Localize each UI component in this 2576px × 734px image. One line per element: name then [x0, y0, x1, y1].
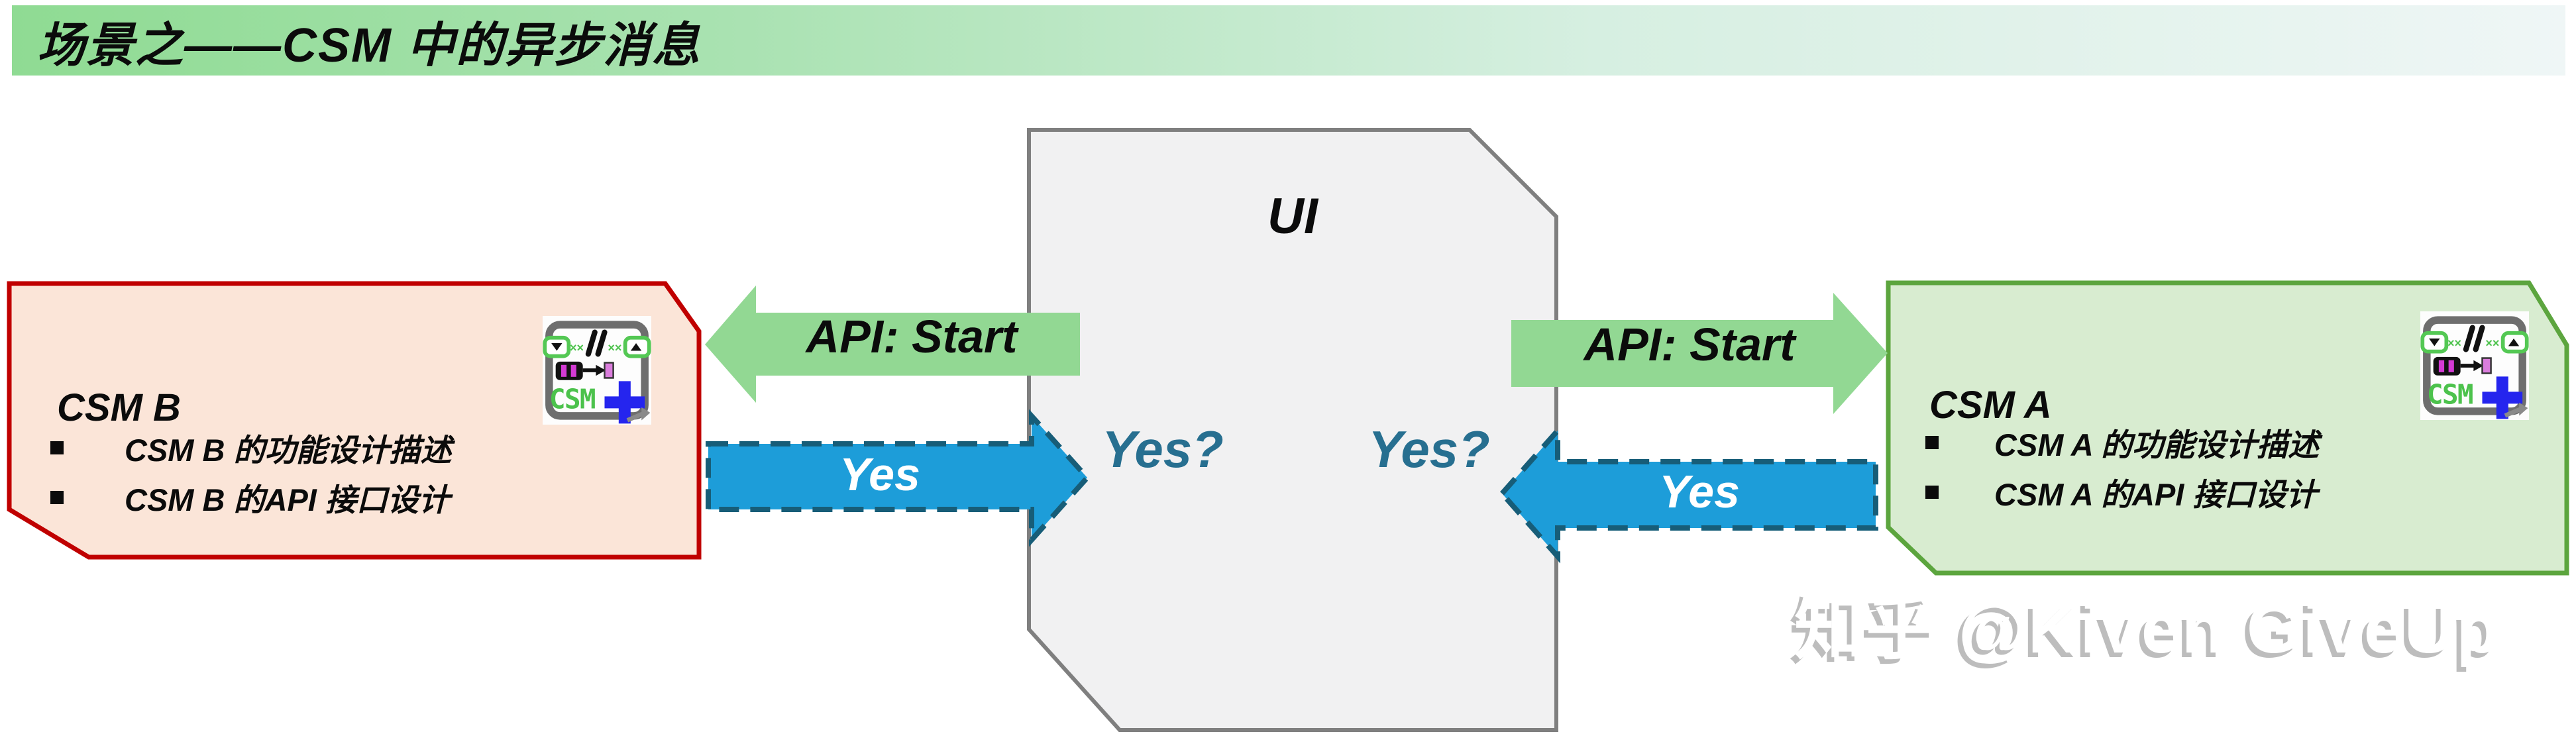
- csm-icon: [2420, 311, 2529, 420]
- bullet-square-icon: [1925, 436, 1939, 449]
- bullet-text: CSM A 的API 接口设计: [1994, 477, 2318, 513]
- yes-question-right: Yes?: [1368, 420, 1490, 478]
- csm-icon: [543, 316, 651, 425]
- api-start-label-right: API: Start: [1583, 319, 1796, 370]
- bullet-square-icon: [50, 491, 64, 505]
- slide-title: 场景之——CSM 中的异步消息: [37, 19, 702, 72]
- csm-b-bullets: CSM B 的功能设计描述 CSM B 的API 接口设计: [50, 429, 452, 529]
- ui-panel-shape: [1027, 128, 1558, 732]
- list-item: CSM B 的功能设计描述: [50, 429, 452, 471]
- title-bar: 场景之——CSM 中的异步消息: [12, 5, 2565, 76]
- yes-question-left: Yes?: [1102, 420, 1224, 478]
- bullet-text: CSM B 的API 接口设计: [125, 482, 450, 518]
- bullet-text: CSM B 的功能设计描述: [125, 433, 452, 468]
- yes-arrow-from-a: [1498, 423, 1878, 564]
- csm-a-bullets: CSM A 的功能设计描述 CSM A 的API 接口设计: [1925, 424, 2319, 524]
- ui-label: UI: [1267, 188, 1318, 244]
- yes-label-right: Yes: [1659, 466, 1740, 517]
- list-item: CSM A 的功能设计描述: [1925, 424, 2319, 466]
- csm-a-box: [1886, 280, 2569, 576]
- list-item: CSM A 的API 接口设计: [1925, 474, 2319, 515]
- bullet-text: CSM A 的功能设计描述: [1994, 427, 2320, 462]
- yes-arrow-from-b: [706, 409, 1091, 547]
- api-start-arrow-right: [1511, 293, 1888, 414]
- api-start-label-left: API: Start: [806, 311, 1018, 362]
- zhihu-watermark: 知乎 @Kiven GiveUp: [1794, 590, 2501, 668]
- bullet-square-icon: [50, 441, 64, 454]
- list-item: CSM B 的API 接口设计: [50, 479, 452, 521]
- csm-b-box: [7, 281, 702, 560]
- csm-a-title: CSM A: [1929, 384, 2052, 427]
- api-start-arrow-left: [705, 286, 1080, 403]
- bullet-square-icon: [1925, 486, 1939, 499]
- csm-b-title: CSM B: [57, 386, 181, 429]
- yes-label-left: Yes: [839, 448, 920, 500]
